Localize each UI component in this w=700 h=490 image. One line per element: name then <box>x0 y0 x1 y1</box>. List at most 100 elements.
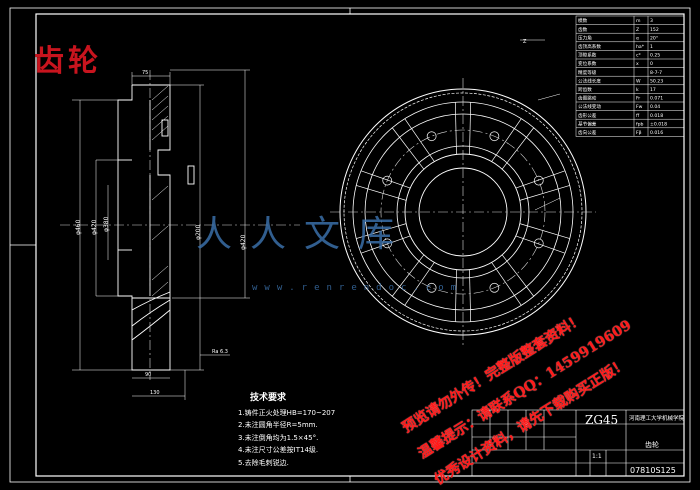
rib-edge <box>469 102 472 155</box>
param-cell: 齿圈跳动 <box>578 95 597 102</box>
dim-inner: φ380 <box>103 216 110 232</box>
rib-edge <box>391 127 425 170</box>
param-cell: 0.25 <box>650 53 660 59</box>
param-cell: Fβ <box>636 130 642 136</box>
dim-width: 75 <box>142 70 148 76</box>
hub-outline <box>117 85 171 371</box>
rib-edge <box>360 170 411 189</box>
bolt-holes <box>382 131 544 293</box>
hub-curve-3 <box>131 309 171 341</box>
rib-edge <box>501 127 535 170</box>
param-cell: fpb <box>636 121 644 127</box>
rib-edge <box>519 185 570 201</box>
param-cell: 152 <box>650 27 659 33</box>
rib-edge <box>454 102 457 155</box>
param-cell: 1 <box>650 44 653 50</box>
param-cell: Fw <box>636 104 643 110</box>
dim-width3: 130 <box>150 390 160 396</box>
param-cell: Z <box>636 27 639 33</box>
hub-curve-2 <box>131 299 171 327</box>
param-cell: 0 <box>650 61 653 67</box>
rim-outline <box>132 84 171 299</box>
bolt-hole <box>382 238 393 249</box>
dim-mid: φ420 <box>91 219 98 235</box>
rib-edge <box>519 223 570 239</box>
rib-edge <box>501 254 535 297</box>
bolt-hole <box>489 282 500 293</box>
param-cell: 50.23 <box>650 78 663 84</box>
institute-cell: 河南理工大学机械学院 <box>629 416 685 422</box>
rib-edge <box>491 262 522 306</box>
rib-edge <box>404 118 435 162</box>
param-cell: 8-7-7 <box>650 70 662 76</box>
param-cell: 公法线变动 <box>578 103 601 110</box>
material-cell: ZG45 <box>585 413 619 427</box>
front-leaders <box>520 39 561 211</box>
param-cell: c* <box>636 53 642 59</box>
section-view <box>117 84 195 371</box>
param-cell: 0.04 <box>650 104 660 110</box>
rib-edge <box>391 254 425 297</box>
dim-rim: φ420 <box>240 234 247 250</box>
dim-outer: φ460 <box>75 219 82 235</box>
param-cell: 0.071 <box>650 96 663 102</box>
tech-item-5: 5.去除毛刺锐边. <box>238 458 289 467</box>
param-cell: ha* <box>636 44 645 50</box>
param-cell: 3 <box>650 18 653 24</box>
detail-box <box>187 165 195 185</box>
tech-requirements: 技术要求 1.铸件正火处理HB=170~207 2.未注圆角半径R=5mm. 3… <box>238 392 335 470</box>
param-cell: 齿顶高系数 <box>578 43 601 50</box>
param-cell: 0.016 <box>650 130 663 136</box>
rib-edge <box>515 170 566 189</box>
param-cell: ±0.018 <box>650 121 667 127</box>
param-cell: 模数 <box>578 17 588 24</box>
tech-item-1: 1.铸件正火处理HB=170~207 <box>238 408 336 417</box>
param-cell: m <box>636 19 641 24</box>
param-cell: 精度等级 <box>578 69 597 76</box>
param-cell: 齿数 <box>578 26 588 33</box>
rib-edge <box>404 262 435 306</box>
tech-item-2: 2.未注圆角半径R=5mm. <box>238 421 318 430</box>
bolt-hole <box>533 175 544 186</box>
param-cell: k <box>636 87 639 93</box>
bolt-hole <box>382 175 393 186</box>
param-cell: 0.018 <box>650 113 663 119</box>
bolt-hole <box>426 131 437 142</box>
param-cell: Fr <box>636 96 640 102</box>
param-cell: W <box>636 78 641 84</box>
ribs <box>356 102 570 322</box>
bolt-hole <box>533 238 544 249</box>
watermark-text: 人人文库 <box>196 214 413 255</box>
part-title-stamp: 齿轮 <box>34 44 102 79</box>
watermark-url: www.renrendoc.com <box>252 283 464 293</box>
param-cell: 齿向公差 <box>578 129 597 136</box>
tech-item-3: 3.未注倒角均为1.5×45°. <box>238 433 319 442</box>
param-cell: 基节偏差 <box>578 120 597 127</box>
front-centerlines <box>330 78 596 345</box>
rib-edge <box>356 223 407 239</box>
rib-edge <box>360 235 411 254</box>
dim-hub: φ200 <box>195 224 202 240</box>
hatching <box>151 85 169 297</box>
param-cell: 齿形公差 <box>578 112 597 119</box>
rib-edge <box>454 269 457 322</box>
param-cell: 压力角 <box>578 34 592 41</box>
section-centerlines <box>60 70 300 380</box>
param-cell: 顶隙系数 <box>578 52 597 59</box>
bolt-hole <box>489 131 500 142</box>
scale-cell: 1:1 <box>592 453 602 460</box>
rib-edge <box>491 118 522 162</box>
tech-heading: 技术要求 <box>250 393 287 403</box>
param-cell: x <box>636 62 639 67</box>
roughness-note: Ra 6.3 <box>212 349 228 355</box>
roughness-symbol: Z <box>523 39 527 45</box>
dim-width2: 90 <box>145 372 151 378</box>
keyway <box>161 119 169 137</box>
tech-item-4: 4.未注尺寸公差按IT14级. <box>238 446 319 455</box>
rib-edge <box>469 269 472 322</box>
param-cell: ff <box>636 113 640 119</box>
part-name-cell: 齿轮 <box>645 441 659 449</box>
param-cell: 17 <box>650 87 656 93</box>
